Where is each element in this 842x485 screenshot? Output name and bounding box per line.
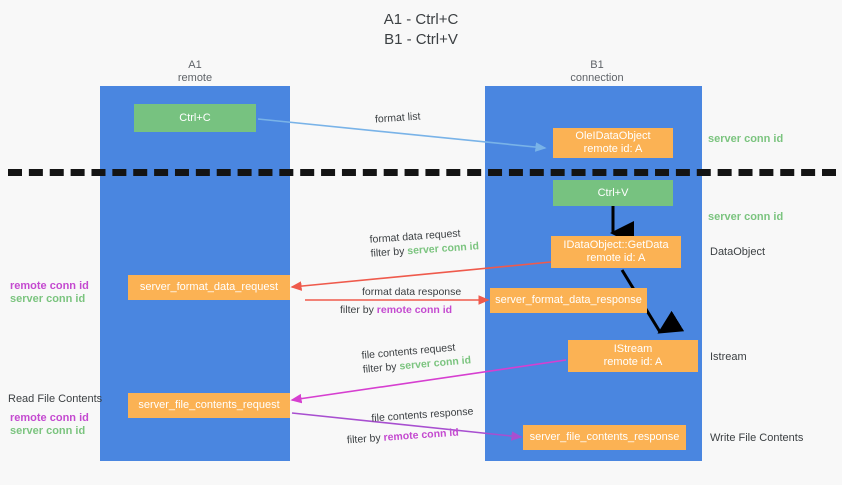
node-server-format-data-request[interactable]: server_format_data_request — [128, 275, 290, 300]
node-ctrl-v[interactable]: Ctrl+V — [553, 180, 673, 206]
node-server-format-data-request-label: server_format_data_request — [139, 281, 279, 293]
title-line-2: B1 - Ctrl+V — [384, 31, 458, 48]
column-header-a1-sub: remote — [177, 72, 213, 84]
node-server-format-data-response-label: server_format_data_response — [495, 294, 642, 306]
filter-prefix: filter by — [346, 431, 384, 447]
edge-file-contents-response — [291, 412, 523, 441]
edge-label-format-data-response-filter: filter by remote conn id — [340, 303, 461, 317]
label-dataobject: DataObject — [710, 246, 766, 258]
node-server-file-contents-response-label: server_file_contents_response — [529, 431, 680, 443]
label-server-conn-id-lower: server conn id — [10, 425, 86, 437]
label-server-conn-id-upper: server conn id — [10, 293, 86, 305]
column-header-b1-name: B1 — [590, 59, 604, 71]
filter-value: remote conn id — [376, 304, 453, 316]
edge-label-format-data-response-text: format data response — [362, 286, 462, 298]
label-read-file-contents: Read File Contents — [8, 393, 103, 405]
node-ole-idataobject-line2: remote id: A — [583, 143, 643, 155]
edge-format-list — [257, 118, 547, 152]
node-istream-line2: remote id: A — [603, 356, 663, 368]
node-server-format-data-response[interactable]: server_format_data_response — [490, 288, 647, 313]
label-server-conn-id-middle: server conn id — [708, 211, 784, 223]
node-ctrl-c-label: Ctrl+C — [179, 111, 211, 124]
column-header-b1-sub: connection — [570, 72, 624, 84]
node-idataobject-getdata-line2: remote id: A — [586, 252, 646, 264]
edge-label-format-data-response: format data response filter by remote co… — [340, 285, 462, 317]
node-server-file-contents-request-label: server_file_contents_request — [138, 399, 280, 411]
label-server-conn-id-top: server conn id — [708, 133, 784, 145]
node-idataobject-getdata-line1: IDataObject::GetData — [563, 239, 669, 251]
label-remote-conn-id-upper: remote conn id — [10, 280, 89, 292]
node-ctrl-v-label: Ctrl+V — [597, 186, 629, 199]
column-header-a1-name: A1 — [188, 59, 202, 71]
node-ole-idataobject[interactable]: OleIDataObject remote id: A — [553, 128, 673, 158]
node-server-file-contents-request[interactable]: server_file_contents_request — [128, 393, 290, 418]
node-ole-idataobject-line1: OleIDataObject — [575, 130, 651, 142]
page-title: A1 - Ctrl+C B1 - Ctrl+V — [0, 10, 842, 50]
label-remote-conn-id-lower: remote conn id — [10, 412, 89, 424]
node-server-file-contents-response[interactable]: server_file_contents_response — [523, 425, 686, 450]
edge-label-format-list-text: format list — [374, 110, 421, 126]
title-line-1: A1 - Ctrl+C — [383, 11, 459, 28]
column-header-a1: A1 remote — [115, 59, 275, 85]
node-istream-line1: IStream — [613, 343, 653, 355]
label-write-file-contents: Write File Contents — [710, 432, 804, 444]
filter-prefix: filter by — [362, 360, 400, 376]
filter-prefix: filter by — [370, 245, 408, 260]
column-header-b1: B1 connection — [517, 59, 677, 85]
dashed-divider — [8, 169, 836, 176]
label-istream: Istream — [710, 351, 747, 363]
edge-file-contents-request — [290, 359, 567, 404]
filter-prefix: filter by — [340, 304, 377, 316]
edge-format-data-request — [290, 261, 552, 291]
edge-label-file-contents-response: file contents response filter by remote … — [346, 404, 475, 446]
node-ctrl-c[interactable]: Ctrl+C — [134, 104, 256, 132]
node-istream[interactable]: IStream remote id: A — [568, 340, 698, 372]
node-idataobject-getdata[interactable]: IDataObject::GetData remote id: A — [551, 236, 681, 268]
